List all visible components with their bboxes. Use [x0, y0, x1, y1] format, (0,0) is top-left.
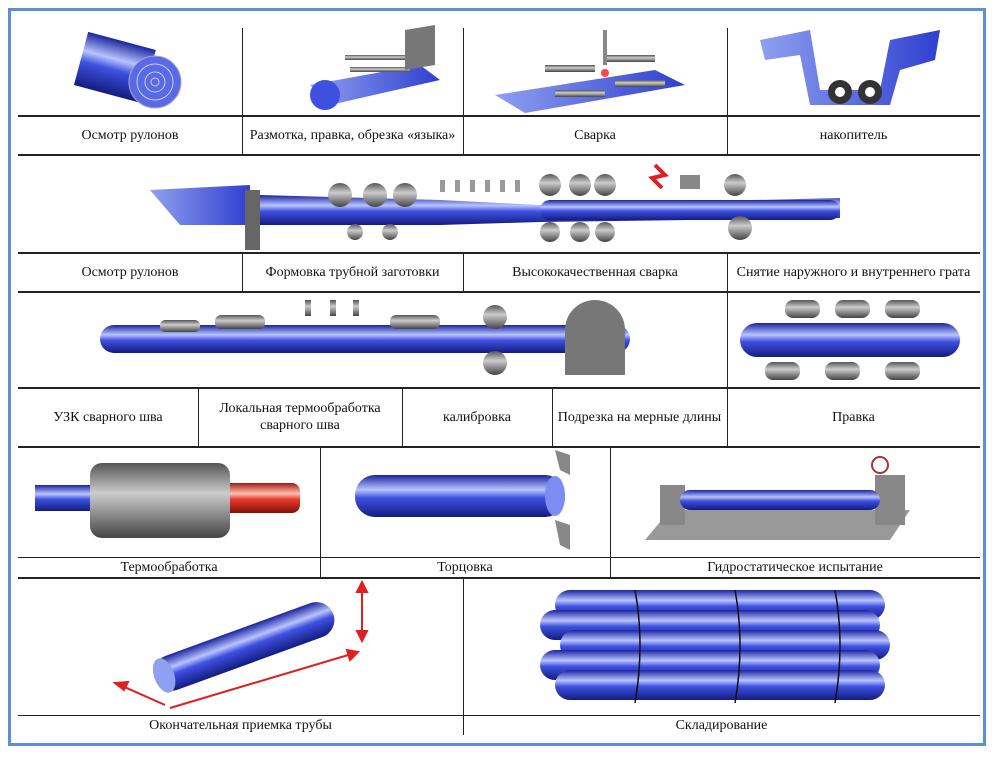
label-hydrostatic-test: Гидростатическое испытание	[707, 560, 883, 575]
divider	[18, 577, 980, 579]
label-uncoiling: Размотка, правка, обрезка «языка»	[249, 127, 456, 143]
divider	[18, 252, 980, 254]
divider	[552, 388, 553, 446]
divider	[463, 253, 464, 291]
label-coil-inspection: Осмотр рулонов	[81, 127, 179, 143]
label-ut-weld: УЗК сварного шва	[53, 409, 163, 425]
divider	[18, 115, 980, 117]
divider	[320, 447, 321, 577]
label-accumulator: накопитель	[819, 127, 888, 143]
divider	[727, 292, 728, 388]
divider	[463, 578, 464, 735]
divider	[18, 557, 980, 558]
forming-welding-line-illustration	[150, 163, 840, 250]
label-forming: Формовка трубной заготовки	[265, 264, 440, 280]
divider	[18, 446, 980, 448]
divider	[242, 253, 243, 291]
label-local-heat-treatment: Локальная термообработка сварного шва	[219, 401, 381, 433]
label-hf-welding: Высококачественная сварка	[512, 264, 678, 280]
divider	[18, 291, 980, 293]
divider	[18, 715, 980, 716]
welding-illustration	[495, 30, 685, 113]
heat-treatment-illustration	[35, 463, 300, 538]
ut-heat-sizing-cutting-illustration	[100, 300, 630, 375]
coil-inspection-illustration	[73, 31, 182, 109]
label-heat-treatment: Термообработка	[120, 560, 218, 575]
label-facing: Торцовка	[437, 560, 493, 575]
hydrostatic-test-illustration	[645, 456, 910, 540]
uncoiling-straightening-illustration	[310, 25, 440, 110]
final-inspection-illustration	[112, 580, 369, 709]
divider	[18, 154, 980, 156]
label-sizing: калибровка	[443, 409, 511, 425]
label-coil-inspection-2: Осмотр рулонов	[81, 264, 179, 280]
straightening-illustration	[740, 300, 960, 380]
divider	[727, 388, 728, 446]
divider	[18, 387, 980, 389]
label-final-inspection: Окончательная приемка трубы	[149, 718, 332, 733]
facing-illustration	[355, 450, 570, 550]
divider	[242, 28, 243, 154]
storage-illustration	[540, 589, 890, 704]
divider	[727, 28, 728, 154]
label-cut-to-length: Подрезка на мерные длины	[557, 409, 722, 425]
diagram-frame	[8, 8, 986, 746]
divider	[198, 388, 199, 446]
accumulator-illustration	[760, 30, 940, 105]
divider	[727, 253, 728, 291]
label-deburring: Снятие наружного и внутреннего грата	[736, 264, 971, 280]
label-straightening: Правка	[832, 409, 875, 425]
divider	[610, 447, 611, 577]
label-welding: Сварка	[574, 127, 616, 143]
label-storage: Складирование	[675, 718, 768, 733]
divider	[463, 28, 464, 154]
divider	[402, 388, 403, 446]
